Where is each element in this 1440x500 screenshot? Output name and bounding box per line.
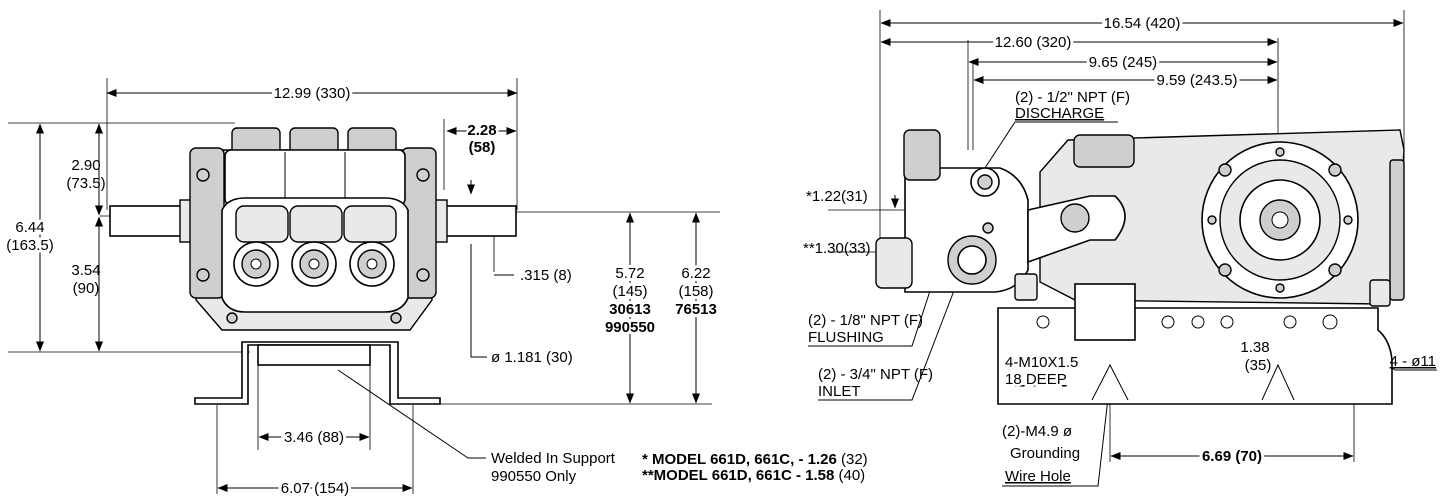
hole-callout: 4 - ø11 — [1390, 353, 1436, 370]
inlet-label: INLET — [818, 383, 861, 400]
dim-length-2: 12.60 (320) — [995, 34, 1072, 51]
model-note-2: **MODEL 661D, 661C - 1.58 (40) — [642, 467, 865, 484]
mount-thread: 4-M10X1.5 — [1005, 354, 1078, 371]
mount-depth: 18 DEEP — [1005, 371, 1067, 388]
dim-star2: **1.30(33) — [803, 240, 871, 257]
dim-support-inner: 3.46 (88) — [284, 429, 344, 446]
dim-overall-length: 16.54 (420) — [1104, 15, 1181, 32]
flushing-label: FLUSHING — [808, 329, 884, 346]
ground-line1: (2)-M4.9 ø — [1002, 423, 1072, 440]
dim-lower-height: 3.54 — [71, 262, 100, 279]
dim-foot-height: 1.38 — [1240, 339, 1269, 356]
dim-height-b-mm: (158) — [678, 283, 713, 300]
dim-overall-height: 6.44 — [15, 219, 44, 236]
discharge-label: DISCHARGE — [1015, 105, 1104, 122]
dim-shaft-offset-mm: (58) — [469, 139, 496, 156]
model-height-b: 76513 — [675, 301, 717, 318]
support-note-line1: Welded In Support — [491, 450, 616, 467]
inlet-size: (2) - 3/4" NPT (F) — [818, 366, 933, 383]
dim-height-b: 6.22 — [681, 265, 710, 282]
side-view: 16.54 (420) 12.60 (320) 9.65 (245) 9.59 … — [803, 10, 1437, 487]
dim-shaft-diameter: ø 1.181 (30) — [491, 349, 573, 366]
valve-cap-center — [291, 241, 337, 287]
ground-line2: Grounding — [1010, 445, 1080, 462]
dim-shaft-offset: 2.28 — [467, 122, 496, 139]
model-height-a-1: 30613 — [609, 301, 651, 318]
model-notes: * MODEL 661D, 661C, - 1.26 (32) **MODEL … — [642, 451, 868, 484]
dim-overall-width: 12.99 (330) — [274, 85, 351, 102]
dim-foot-height-mm: (35) — [1245, 357, 1272, 374]
discharge-size: (2) - 1/2" NPT (F) — [1015, 89, 1130, 106]
dim-upper-height-mm: (73.5) — [66, 175, 105, 192]
support-note-line2: 990550 Only — [491, 468, 577, 485]
dim-keyway: .315 (8) — [520, 267, 572, 284]
model-note-1: * MODEL 661D, 661C, - 1.26 (32) — [642, 451, 868, 468]
dim-length-4: 9.59 (243.5) — [1157, 72, 1238, 89]
valve-cap-right — [349, 241, 395, 287]
dim-foot-spacing: 6.69 (70) — [1202, 448, 1262, 465]
flushing-size: (2) - 1/8" NPT (F) — [808, 312, 923, 329]
dim-lower-height-mm: (90) — [73, 280, 100, 297]
dim-height-a-mm: (145) — [612, 283, 647, 300]
dim-upper-height: 2.90 — [71, 157, 100, 174]
dim-star: *1.22(31) — [806, 188, 868, 205]
valve-cap-left — [233, 241, 279, 287]
model-height-a-2: 990550 — [605, 319, 655, 336]
ground-line3: Wire Hole — [1005, 468, 1071, 485]
dim-support-outer: 6.07 (154) — [281, 480, 349, 497]
dim-height-a: 5.72 — [615, 265, 644, 282]
dim-overall-height-mm: (163.5) — [6, 237, 54, 254]
dim-length-3: 9.65 (245) — [1089, 54, 1157, 71]
front-view: 12.99 (330) 2.28 (58) 2.90 (73.5) 6.44 (… — [4, 78, 720, 500]
